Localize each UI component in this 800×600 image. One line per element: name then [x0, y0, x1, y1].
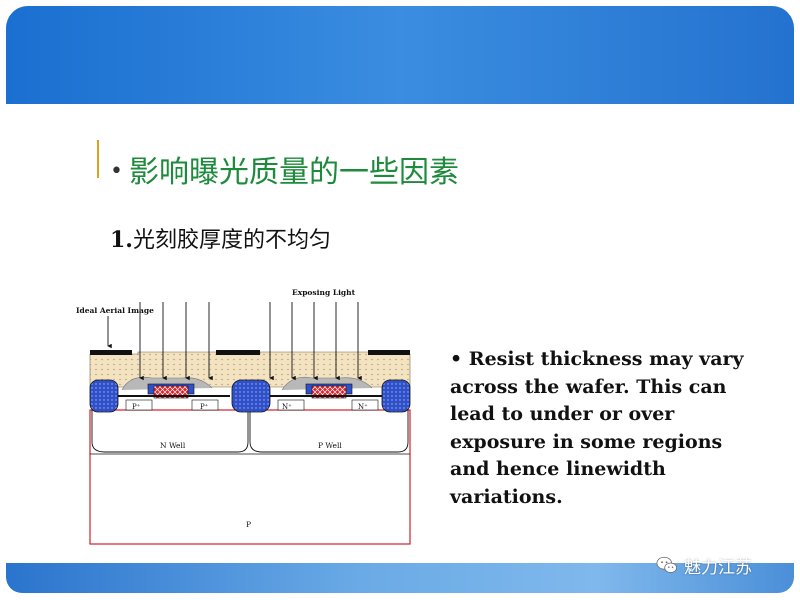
- slide-title-text: 影响曝光质量的一些因素: [128, 155, 459, 190]
- resist-thickness-diagram: P⁺ P⁺ N⁺ N⁺ Exposing Light Ideal Aerial …: [70, 282, 420, 552]
- mask-segment: [216, 350, 260, 355]
- resist-explanation: • Resist thickness may vary across the w…: [450, 346, 770, 511]
- wechat-icon: [656, 556, 677, 573]
- exposing-light-arrows: [139, 302, 362, 381]
- p-plus-label: P⁺: [200, 403, 209, 411]
- subtitle-text: 光刻胶厚度的不均匀: [132, 228, 331, 253]
- n-plus-label: N⁺: [358, 403, 368, 411]
- mask-segment: [368, 350, 410, 355]
- isolation-oxide: [231, 379, 271, 413]
- n-well: [91, 410, 249, 453]
- title-bullet: •: [110, 159, 123, 184]
- mask-segment: [90, 350, 132, 355]
- watermark: 魅力江苏: [656, 552, 752, 578]
- top-banner: [6, 6, 794, 104]
- body-line: and hence linewidth: [450, 458, 666, 480]
- body-line: • Resist thickness may vary: [450, 348, 744, 370]
- exposing-light-label: Exposing Light: [292, 288, 356, 297]
- p-well: [249, 410, 409, 453]
- slide-subtitle: 1.光刻胶厚度的不均匀: [110, 222, 331, 258]
- body-line: lead to under or over: [450, 403, 675, 425]
- ideal-aerial-image-label: Ideal Aerial Image: [76, 306, 154, 315]
- substrate-label: P: [246, 520, 251, 529]
- n-plus-label: N⁺: [282, 403, 292, 411]
- n-well-label: N Well: [160, 441, 186, 450]
- body-bullet: •: [450, 348, 463, 370]
- p-well-label: P Well: [318, 441, 342, 450]
- isolation-oxide: [89, 379, 119, 413]
- body-line: exposure in some regions: [450, 430, 723, 453]
- subtitle-number: 1.: [110, 227, 133, 253]
- title-accent-bar: [97, 140, 99, 178]
- slide-title: •影响曝光质量的一些因素: [110, 150, 459, 194]
- body-line: variations.: [450, 485, 563, 508]
- body-line: across the wafer. This can: [450, 375, 727, 398]
- isolation-oxide: [381, 379, 411, 413]
- watermark-text: 魅力江苏: [684, 557, 752, 578]
- p-plus-label: P⁺: [132, 403, 141, 411]
